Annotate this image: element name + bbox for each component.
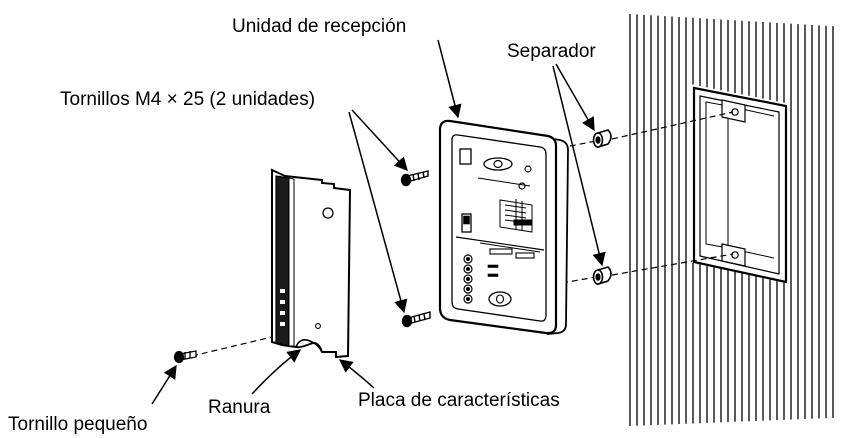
mounting-plate — [271, 168, 352, 359]
spacer-bottom — [592, 266, 612, 286]
small-screw — [173, 350, 197, 364]
label-screws: Tornillos M4 × 25 (2 unidades) — [60, 89, 315, 110]
label-spacer: Separador — [507, 41, 596, 62]
receiver-unit — [438, 119, 569, 335]
spacer-top — [592, 129, 612, 149]
screw-top — [400, 170, 429, 187]
label-small-screw: Tornillo pequeño — [8, 414, 147, 435]
screw-bottom — [401, 311, 431, 328]
label-nameplate: Placa de características — [358, 390, 560, 411]
electrical-box — [692, 86, 788, 284]
alignment-lines — [191, 111, 734, 357]
wall-hatching — [629, 14, 834, 426]
label-receiver-unit: Unidad de recepción — [232, 16, 406, 37]
leader-lines — [151, 39, 606, 405]
label-slot: Ranura — [208, 397, 271, 418]
